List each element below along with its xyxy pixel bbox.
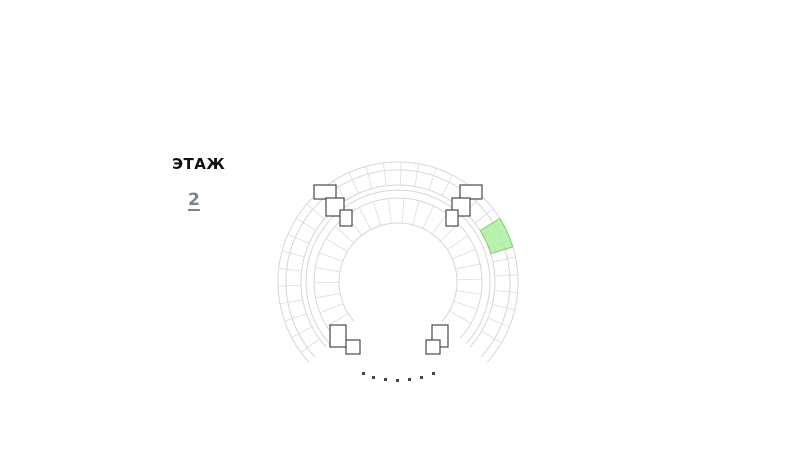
outer-apartment-divider	[333, 180, 347, 201]
outer-apartment-divider	[492, 304, 515, 311]
inner-apartment-divider	[455, 263, 481, 270]
outer-apartment-divider	[348, 172, 359, 194]
outer-apartment-divider	[284, 313, 307, 322]
outer-apartment-divider	[494, 274, 518, 277]
outer-apartment-divider	[474, 208, 494, 224]
outer-apartment-divider	[428, 168, 437, 191]
outer-apartment-divider	[383, 162, 387, 186]
outer-apartment-divider	[487, 317, 510, 328]
inner-apartment-divider	[358, 207, 372, 230]
inner-apartment-divider	[449, 310, 472, 324]
inner-apartment-divider	[325, 238, 348, 252]
door-mark	[420, 376, 423, 379]
inner-apartment-divider	[453, 300, 478, 310]
inner-apartment-divider	[452, 248, 476, 260]
outer-apartment-divider	[400, 161, 402, 186]
outer-apartment-divider	[278, 268, 302, 272]
inner-apartment-divider	[334, 226, 355, 244]
outer-apartment-divider	[414, 163, 420, 187]
outer-apartment-divider	[287, 233, 310, 244]
door-mark	[432, 372, 435, 375]
stair-core	[339, 209, 353, 227]
outer-apartment-divider	[278, 285, 302, 287]
outer-apartment-divider	[291, 326, 313, 338]
stair-core	[329, 324, 347, 348]
ring-line	[285, 169, 511, 358]
inner-apartment-divider	[326, 312, 349, 327]
outer-apartment-divider	[441, 174, 453, 196]
outer-apartment-divider	[365, 166, 373, 189]
floor-label: ЭТАЖ	[172, 155, 226, 173]
inner-apartment-divider	[446, 235, 469, 250]
building-rings	[277, 161, 519, 363]
door-mark	[362, 372, 365, 375]
door-mark	[384, 378, 387, 381]
ring-line	[277, 161, 519, 363]
outer-apartment-divider	[306, 203, 325, 220]
inner-apartment-divider	[315, 267, 340, 273]
stair-core	[425, 339, 441, 355]
ring-line	[305, 189, 491, 344]
stair-cores	[313, 184, 483, 382]
inner-apartment-divider	[456, 290, 482, 295]
door-mark	[372, 376, 375, 379]
outer-apartment-divider	[481, 330, 502, 344]
ring-line	[313, 197, 483, 339]
inner-apartment-divider	[319, 303, 344, 314]
stair-core	[345, 339, 361, 355]
floor-number-link[interactable]: 2	[188, 190, 200, 210]
door-mark	[408, 378, 411, 381]
inner-apartment-divider	[319, 252, 343, 262]
inner-apartment-divider	[401, 198, 405, 224]
stair-core	[313, 184, 337, 200]
inner-apartment-divider	[422, 205, 434, 229]
inner-apartment-divider	[373, 201, 382, 226]
outer-apartment-divider	[300, 338, 320, 353]
inner-apartment-divider	[431, 213, 448, 235]
outer-apartment-divider	[279, 299, 303, 305]
stair-core	[459, 184, 483, 200]
outer-apartment-divider	[494, 290, 518, 293]
outer-apartment-divider	[492, 256, 516, 263]
ring-line	[338, 222, 458, 322]
inner-apartment-divider	[315, 292, 341, 299]
outer-apartment-divider	[295, 218, 316, 231]
ring-line	[300, 184, 496, 348]
inner-apartment-divider	[412, 200, 420, 225]
stair-core	[445, 209, 459, 227]
inner-apartment-divider	[388, 198, 392, 224]
door-mark	[396, 379, 399, 382]
selected-apartment[interactable]	[479, 217, 514, 255]
inner-apartment-divider	[456, 278, 482, 281]
outer-apartment-divider	[281, 250, 305, 258]
